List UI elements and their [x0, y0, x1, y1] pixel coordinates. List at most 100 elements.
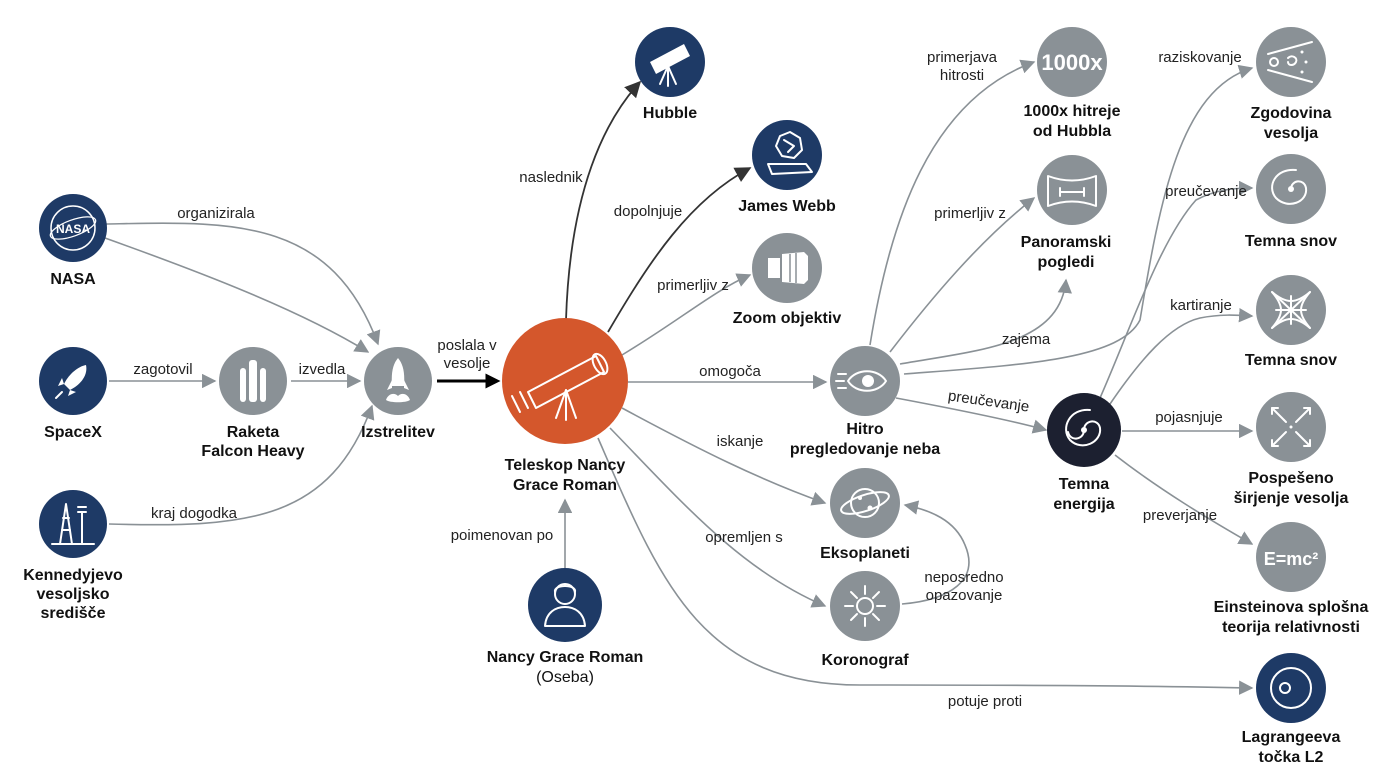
node-label-2: točka L2 [1259, 749, 1324, 766]
edge-survey-energy [895, 397, 1048, 434]
svg-text:NASA: NASA [56, 222, 90, 236]
edge-survey-history [903, 64, 1254, 375]
edge-label-primerljiv-pano: primerljiv z [934, 205, 1006, 222]
galaxy-icon [1065, 408, 1102, 447]
node-accel[interactable]: Pospešeno širjenje vesolja [1234, 392, 1349, 507]
node-label-2: od Hubbla [1033, 123, 1111, 140]
node-label-1: Kennedyjevo [23, 567, 123, 584]
node-label-2: vesolja [1264, 125, 1318, 142]
launch-icon [386, 358, 410, 403]
node-webb[interactable]: James Webb [738, 120, 836, 215]
expansion-icon [1271, 407, 1311, 447]
edges [104, 59, 1254, 695]
node-label: SpaceX [44, 424, 102, 441]
edge-label-preverjanje: preverjanje [1143, 507, 1217, 524]
telescope-icon [650, 44, 690, 87]
node-speed[interactable]: 1000x 1000x hitreje od Hubbla [1024, 27, 1121, 140]
edge-nasa-launch-2 [104, 237, 370, 353]
edge-label-kraj: kraj dogodka [151, 505, 238, 522]
edge-energy-einstein [1114, 454, 1254, 545]
node-corona[interactable]: Koronograf [821, 571, 909, 669]
node-label-2: širjenje vesolja [1234, 490, 1349, 507]
node-label: Nancy Grace Roman [487, 649, 644, 666]
node-person[interactable]: Nancy Grace Roman (Oseba) [487, 568, 644, 686]
coronagraph-icon [844, 585, 886, 627]
rocket-icon [55, 365, 87, 399]
edge-label-zajema: zajema [1002, 331, 1051, 348]
edge-label-neposredno-1: neposredno [924, 569, 1003, 586]
edge-label-zagotovil: zagotovil [133, 361, 192, 378]
edge-label-poimenovan: poimenovan po [451, 527, 554, 544]
panorama-icon [1047, 175, 1097, 207]
edge-label-primerljiv-zoom: primerljiv z [657, 277, 729, 294]
node-survey[interactable]: Hitro pregledovanje neba [790, 346, 940, 458]
node-label-2: pogledi [1038, 254, 1095, 271]
edge-survey-pano [889, 197, 1036, 353]
node-spacex[interactable]: SpaceX [39, 347, 107, 441]
edge-label-omogoca: omogoča [699, 363, 761, 380]
edge-energy-matter2 [1109, 308, 1254, 405]
node-label: NASA [50, 271, 96, 288]
edge-label-opremljen: opremljen s [705, 529, 783, 546]
node-exo[interactable]: Eksoplaneti [820, 468, 910, 562]
node-label-2: teorija relativnosti [1222, 619, 1360, 636]
node-label-1: Lagrangeeva [1242, 729, 1341, 746]
person-icon [544, 583, 586, 627]
launch-tower-icon [51, 503, 95, 545]
node-label-2: vesoljsko [37, 586, 110, 603]
edge-roman-corona [609, 427, 827, 608]
node-matter-1[interactable]: Temna snov [1245, 154, 1337, 250]
node-pano[interactable]: Panoramski pogledi [1021, 155, 1112, 271]
node-label-1: 1000x hitreje [1024, 103, 1121, 120]
node-label: Hubble [643, 105, 697, 122]
node-launch[interactable]: Izstrelitev [361, 347, 435, 441]
telescope-icon [511, 352, 609, 421]
node-einstein[interactable]: E=mc² Einsteinova splošna teorija relati… [1214, 522, 1369, 636]
edge-survey-speed [869, 59, 1036, 346]
node-sub-label: (Oseba) [536, 669, 594, 686]
edge-roman-exo [621, 407, 827, 506]
edge-label-preucevanje-energy: preučevanje [947, 387, 1030, 415]
orbit-icon [1270, 667, 1312, 709]
node-falcon[interactable]: Raketa Falcon Heavy [201, 347, 305, 460]
edge-roman-zoom [621, 273, 752, 356]
node-history[interactable]: Zgodovina vesolja [1251, 27, 1332, 142]
node-label: Temna snov [1245, 352, 1337, 369]
edge-corona-exo [901, 500, 970, 605]
node-matter-2[interactable]: Temna snov [1245, 275, 1337, 369]
node-l2[interactable]: Lagrangeeva točka L2 [1242, 653, 1341, 766]
lens-icon [768, 252, 808, 284]
node-zoom[interactable]: Zoom objektiv [733, 233, 842, 327]
edge-label-potuje: potuje proti [948, 693, 1022, 710]
node-energy[interactable]: Temna energija [1047, 393, 1121, 513]
edge-roman-webb [607, 167, 752, 333]
node-nasa[interactable]: NASA NASA [39, 194, 107, 288]
node-label-2: energija [1053, 496, 1114, 513]
edge-labels: organizirala zagotovil izvedla kraj dogo… [133, 49, 1246, 710]
falcon-rocket-icon [240, 360, 266, 402]
universe-history-icon [1267, 41, 1313, 83]
edge-label-neposredno-2: opazovanje [926, 587, 1003, 604]
node-label: Eksoplaneti [820, 545, 910, 562]
edge-kennedy-launch [108, 404, 375, 526]
node-kennedy[interactable]: Kennedyjevo vesoljsko središče [23, 490, 123, 622]
node-label-1: Pospešeno [1248, 470, 1334, 487]
eye-icon [835, 370, 887, 392]
edge-label-iskanje: iskanje [717, 433, 764, 450]
edge-label-organizirala: organizirala [177, 205, 255, 222]
node-label-1: Teleskop Nancy [505, 457, 626, 474]
node-label-2: pregledovanje neba [790, 441, 940, 458]
edge-roman-l2 [597, 437, 1254, 695]
node-label-1: Temna [1059, 476, 1109, 493]
node-hubble[interactable]: Hubble [635, 27, 705, 122]
nasa-logo-icon: NASA [49, 205, 97, 251]
node-roman[interactable]: Teleskop Nancy Grace Roman [502, 318, 628, 494]
edge-nasa-launch [104, 222, 381, 346]
node-label-2: Falcon Heavy [201, 443, 304, 460]
dark-matter-icon [1271, 168, 1308, 205]
edge-survey-pano-capture [899, 278, 1072, 365]
edge-label-pojasnjuje: pojasnjuje [1155, 409, 1223, 426]
webb-mirror-icon [767, 131, 813, 175]
node-label-1: Panoramski [1021, 234, 1112, 251]
